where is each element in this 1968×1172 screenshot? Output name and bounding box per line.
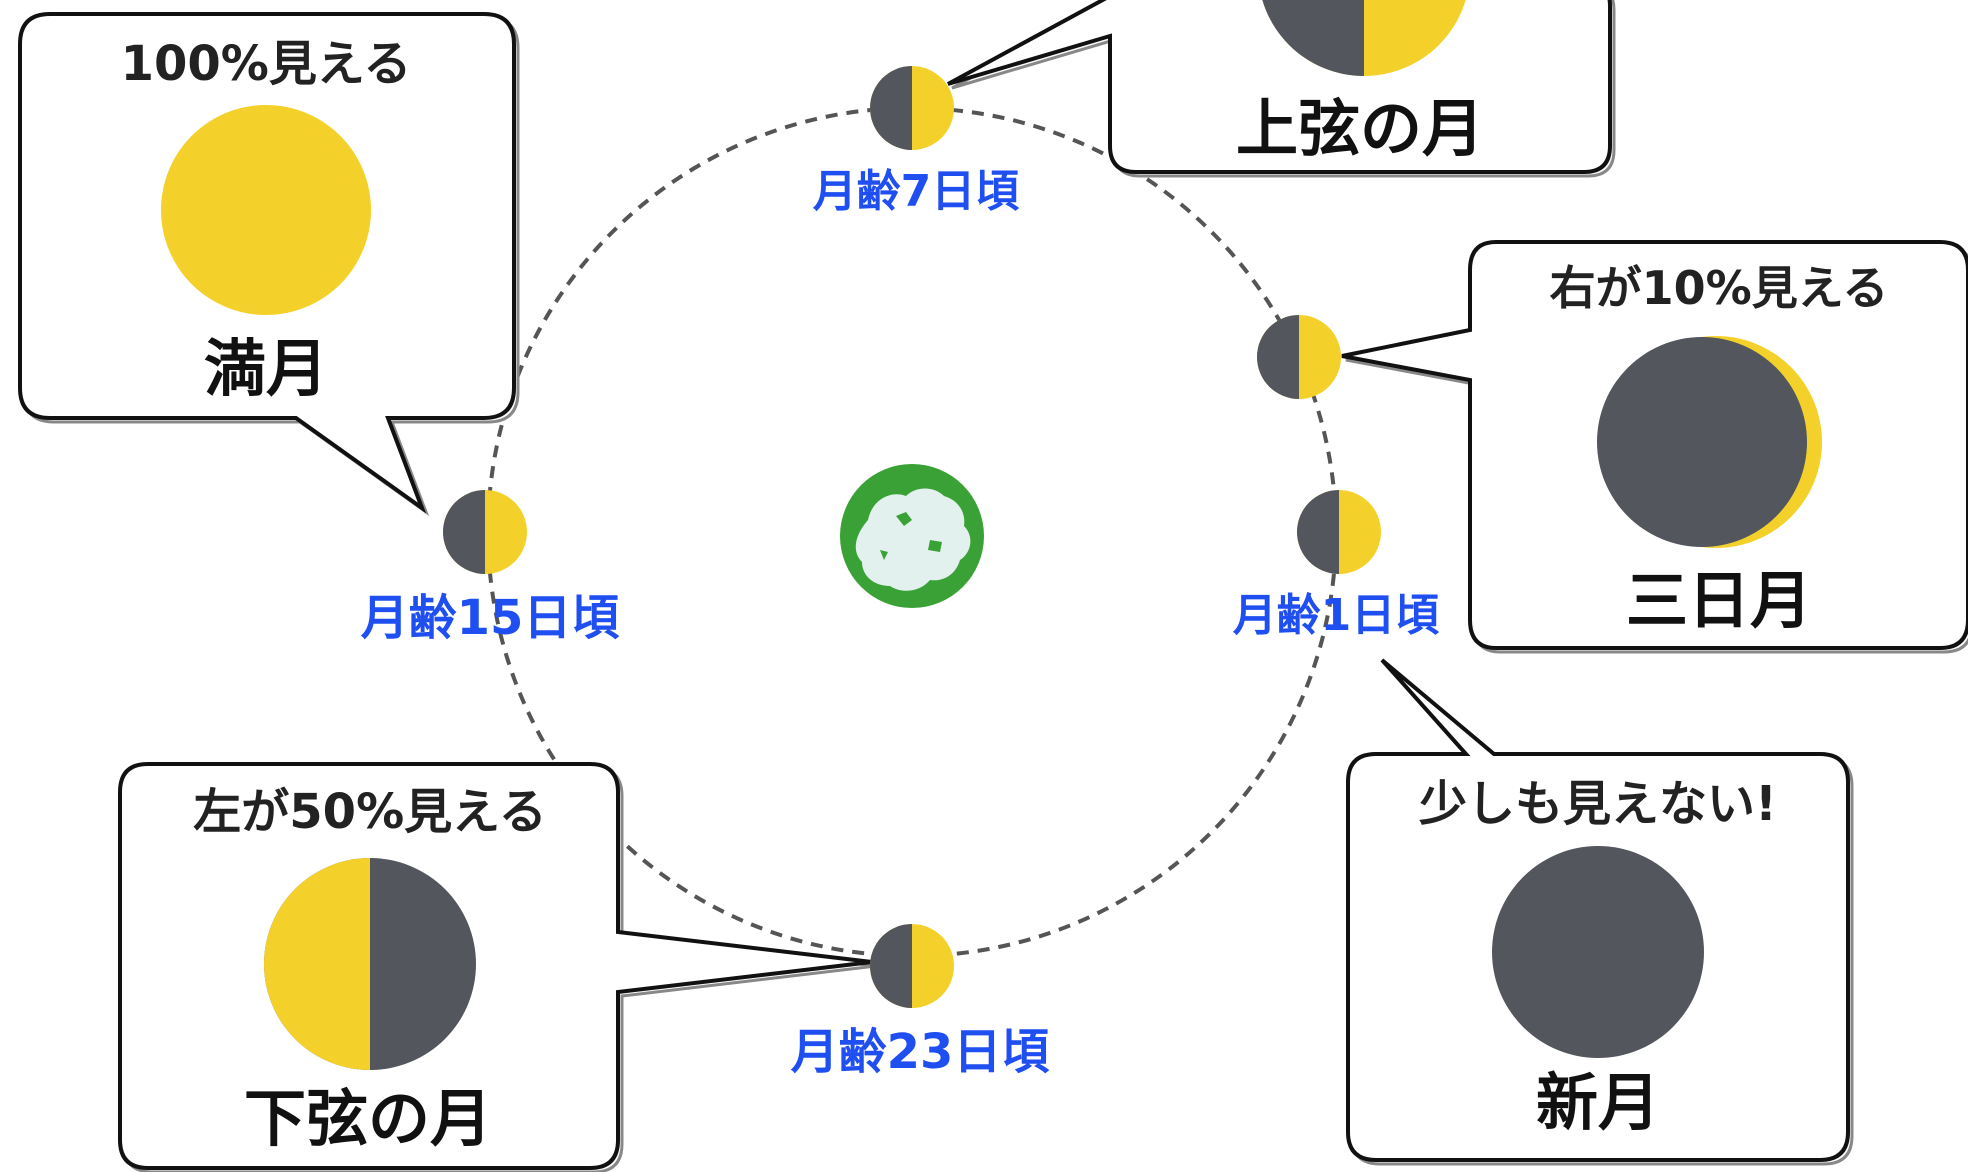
callout-bubble	[947, 0, 1612, 174]
new-moon-name: 新月	[1536, 1066, 1660, 1139]
orbit-moon-age15	[443, 490, 527, 574]
last-quarter-moon-icon	[264, 858, 476, 1070]
first-quarter-name: 上弦の月	[1236, 92, 1484, 165]
first-quarter-moon-icon	[1262, 0, 1466, 76]
moon-age-label-1: 月齢1日頃	[1233, 590, 1440, 641]
crescent-visibility: 右が10%見える	[1550, 261, 1889, 315]
orbit-moon-age23	[870, 924, 954, 1008]
earth	[840, 464, 984, 608]
moon-age-label-7: 月齢7日頃	[813, 166, 1020, 217]
full-moon-name: 満月	[204, 332, 328, 405]
callout-new-moon	[1346, 658, 1854, 1166]
moon-age-label-15: 月齢15日頃	[361, 590, 620, 646]
crescent-moon-icon	[1597, 336, 1822, 548]
earth-coast-detail	[880, 512, 942, 560]
full-moon-visibility: 100%見える	[121, 36, 412, 92]
callout-bubble	[118, 762, 873, 1170]
orbit-moon-age1	[1297, 490, 1381, 574]
full-moon-icon	[161, 105, 371, 315]
new-moon-icon	[1492, 846, 1704, 1058]
last-quarter-name: 下弦の月	[244, 1082, 492, 1155]
callout-first-quarter	[947, 0, 1616, 178]
new-moon-visibility: 少しも見えない!	[1419, 776, 1777, 832]
orbit-moon-age7	[870, 66, 954, 150]
earth-polar-ice	[855, 488, 971, 591]
crescent-name: 三日月	[1626, 564, 1812, 637]
last-quarter-visibility: 左が50%見える	[193, 784, 546, 840]
orbit-moon-age3	[1257, 315, 1341, 399]
moon-age-label-23: 月齢23日頃	[791, 1024, 1050, 1080]
